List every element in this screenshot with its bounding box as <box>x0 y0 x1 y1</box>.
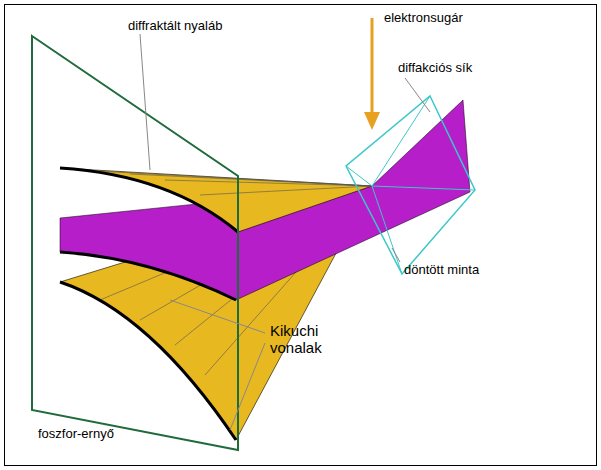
part-label: diffakciós sík <box>398 60 472 75</box>
part-label: diffraktált nyaláb <box>128 18 222 33</box>
part-label: elektronsugár <box>384 10 463 25</box>
part-label: foszfor-ernyő <box>38 426 114 441</box>
part-label: Kikuchi vonalak <box>270 322 350 356</box>
part-label: döntött minta <box>404 262 479 277</box>
